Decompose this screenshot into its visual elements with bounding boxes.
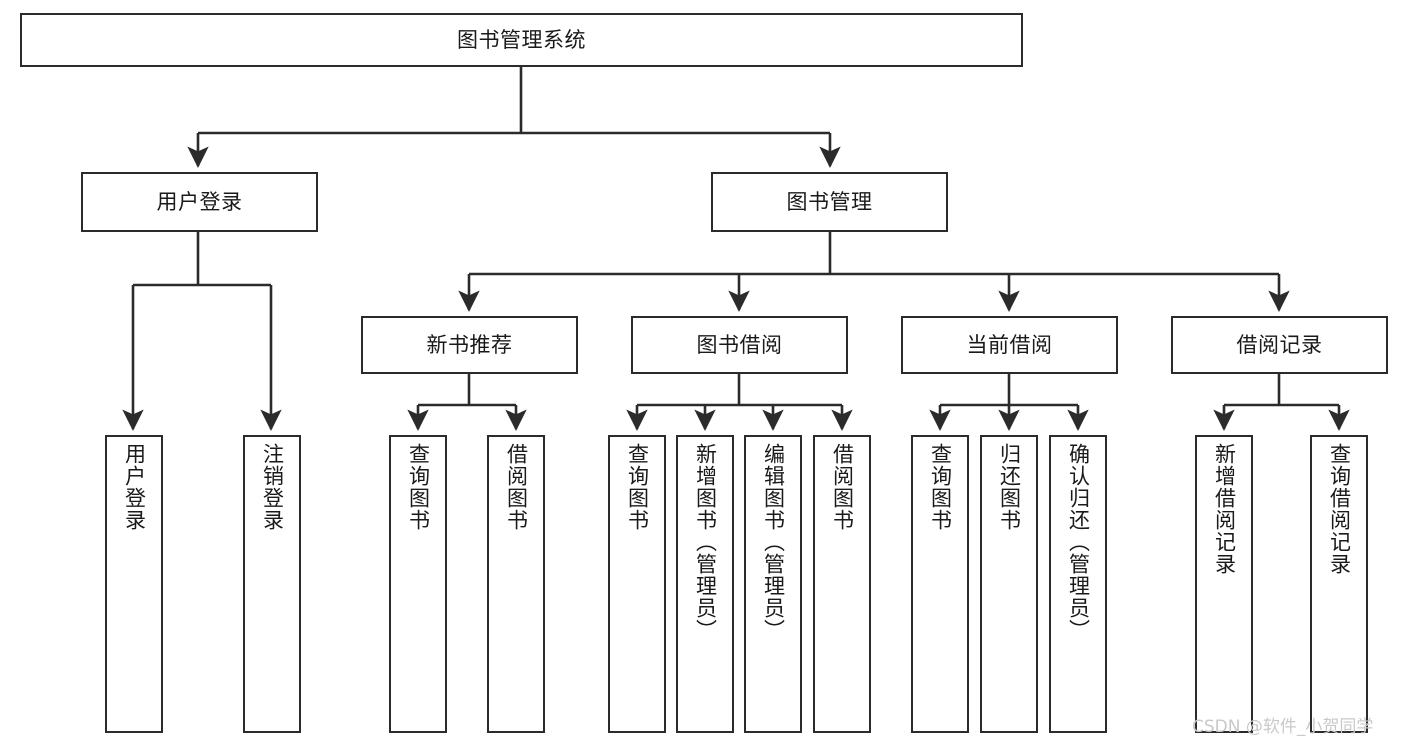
node-leaf-edit-book[interactable]: 编辑图书（管理员） — [744, 435, 802, 733]
node-leaf-add-record-label: 新增借阅记录 — [1212, 443, 1237, 575]
node-leaf-add-book[interactable]: 新增图书（管理员） — [676, 435, 734, 733]
node-leaf-user-logout-label: 注销登录 — [260, 443, 285, 531]
node-book-management[interactable]: 图书管理 — [711, 172, 948, 232]
node-current-borrow-label: 当前借阅 — [966, 332, 1053, 357]
csdn-watermark: CSDN @软件_小贺同学 — [1192, 717, 1374, 737]
node-leaf-return-book[interactable]: 归还图书 — [980, 435, 1038, 733]
node-leaf-add-record[interactable]: 新增借阅记录 — [1195, 435, 1253, 733]
node-leaf-confirm-return[interactable]: 确认归还（管理员） — [1049, 435, 1107, 733]
node-borrow-record-label: 借阅记录 — [1236, 332, 1323, 357]
node-user-login[interactable]: 用户登录 — [81, 172, 318, 232]
node-leaf-user-login-label: 用户登录 — [122, 443, 147, 531]
node-borrow-record[interactable]: 借阅记录 — [1171, 316, 1388, 374]
node-leaf-user-logout[interactable]: 注销登录 — [243, 435, 301, 733]
node-book-management-label: 图书管理 — [786, 189, 873, 214]
node-leaf-query-book-3-label: 查询图书 — [928, 443, 953, 531]
node-leaf-borrow-book-1[interactable]: 借阅图书 — [487, 435, 545, 733]
node-user-login-label: 用户登录 — [156, 189, 243, 214]
node-root[interactable]: 图书管理系统 — [20, 13, 1023, 67]
node-leaf-query-record-label: 查询借阅记录 — [1327, 443, 1352, 575]
node-leaf-query-book-2-label: 查询图书 — [625, 443, 650, 531]
node-leaf-borrow-book-2[interactable]: 借阅图书 — [813, 435, 871, 733]
node-leaf-query-book-3[interactable]: 查询图书 — [911, 435, 969, 733]
node-leaf-user-login[interactable]: 用户登录 — [105, 435, 163, 733]
node-leaf-query-book-1-label: 查询图书 — [406, 443, 431, 531]
node-leaf-edit-book-label: 编辑图书（管理员） — [761, 443, 786, 641]
node-current-borrow[interactable]: 当前借阅 — [901, 316, 1118, 374]
node-leaf-query-book-1[interactable]: 查询图书 — [389, 435, 447, 733]
node-leaf-borrow-book-1-label: 借阅图书 — [504, 443, 529, 531]
node-leaf-borrow-book-2-label: 借阅图书 — [830, 443, 855, 531]
node-book-borrow[interactable]: 图书借阅 — [631, 316, 848, 374]
node-leaf-return-book-label: 归还图书 — [997, 443, 1022, 531]
node-new-book-recommend-label: 新书推荐 — [426, 332, 513, 357]
node-root-label: 图书管理系统 — [457, 27, 586, 52]
node-book-borrow-label: 图书借阅 — [696, 332, 783, 357]
node-new-book-recommend[interactable]: 新书推荐 — [361, 316, 578, 374]
node-leaf-query-book-2[interactable]: 查询图书 — [608, 435, 666, 733]
node-leaf-confirm-return-label: 确认归还（管理员） — [1066, 443, 1091, 641]
node-leaf-add-book-label: 新增图书（管理员） — [693, 443, 718, 641]
node-leaf-query-record[interactable]: 查询借阅记录 — [1310, 435, 1368, 733]
